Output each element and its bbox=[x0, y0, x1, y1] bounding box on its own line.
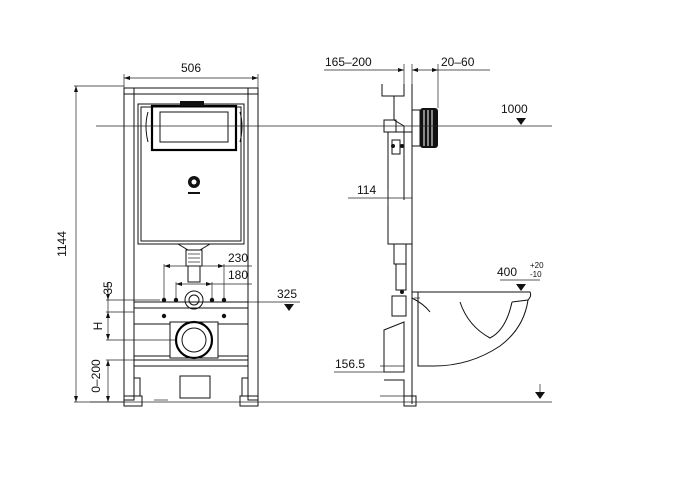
level-1000-marker-icon bbox=[516, 118, 526, 125]
dim-325: 325 bbox=[277, 287, 297, 301]
dim-adjust-range: 0–200 bbox=[89, 359, 103, 393]
dim-180: 180 bbox=[228, 268, 248, 282]
dim-400: 400 bbox=[497, 265, 517, 279]
dim-114: 114 bbox=[357, 183, 376, 197]
dim-35: 35 bbox=[101, 281, 115, 295]
right-post bbox=[247, 87, 259, 401]
toilet-bowl-rim bbox=[412, 291, 532, 303]
dim-156-5: 156.5 bbox=[335, 357, 365, 371]
dim-400-tol-minus: -10 bbox=[530, 270, 542, 279]
crossbar bbox=[133, 301, 249, 309]
left-post bbox=[123, 87, 135, 401]
side-dimensions: 165–200 20–60 1000 114 400 +20 -10 156.5 bbox=[90, 55, 552, 403]
dim-400-tol-plus: +20 bbox=[530, 261, 544, 270]
toilet-bowl bbox=[417, 292, 529, 367]
left-foot bbox=[123, 395, 143, 407]
side-foot bbox=[403, 395, 417, 407]
dim-230: 230 bbox=[228, 251, 248, 265]
flush-plate-opening bbox=[150, 104, 238, 152]
floor-marker-icon bbox=[535, 392, 545, 399]
dim-width: 506 bbox=[181, 61, 201, 75]
level-400-marker-icon bbox=[516, 284, 526, 291]
right-foot bbox=[239, 395, 259, 407]
dim-wall-range: 20–60 bbox=[441, 55, 475, 69]
dim-height: 1144 bbox=[55, 231, 69, 257]
dim-1000: 1000 bbox=[501, 102, 528, 116]
side-view bbox=[380, 84, 532, 407]
front-dimensions: 506 1144 0–200 H 35 230 bbox=[55, 61, 300, 403]
dim-h: H bbox=[91, 322, 105, 331]
front-view bbox=[123, 87, 259, 407]
inlet-pipe bbox=[184, 290, 204, 310]
flush-button-side bbox=[411, 109, 421, 147]
drain-pipe bbox=[174, 320, 214, 360]
level-325-marker-icon bbox=[284, 304, 294, 311]
dim-depth-range: 165–200 bbox=[325, 55, 372, 69]
